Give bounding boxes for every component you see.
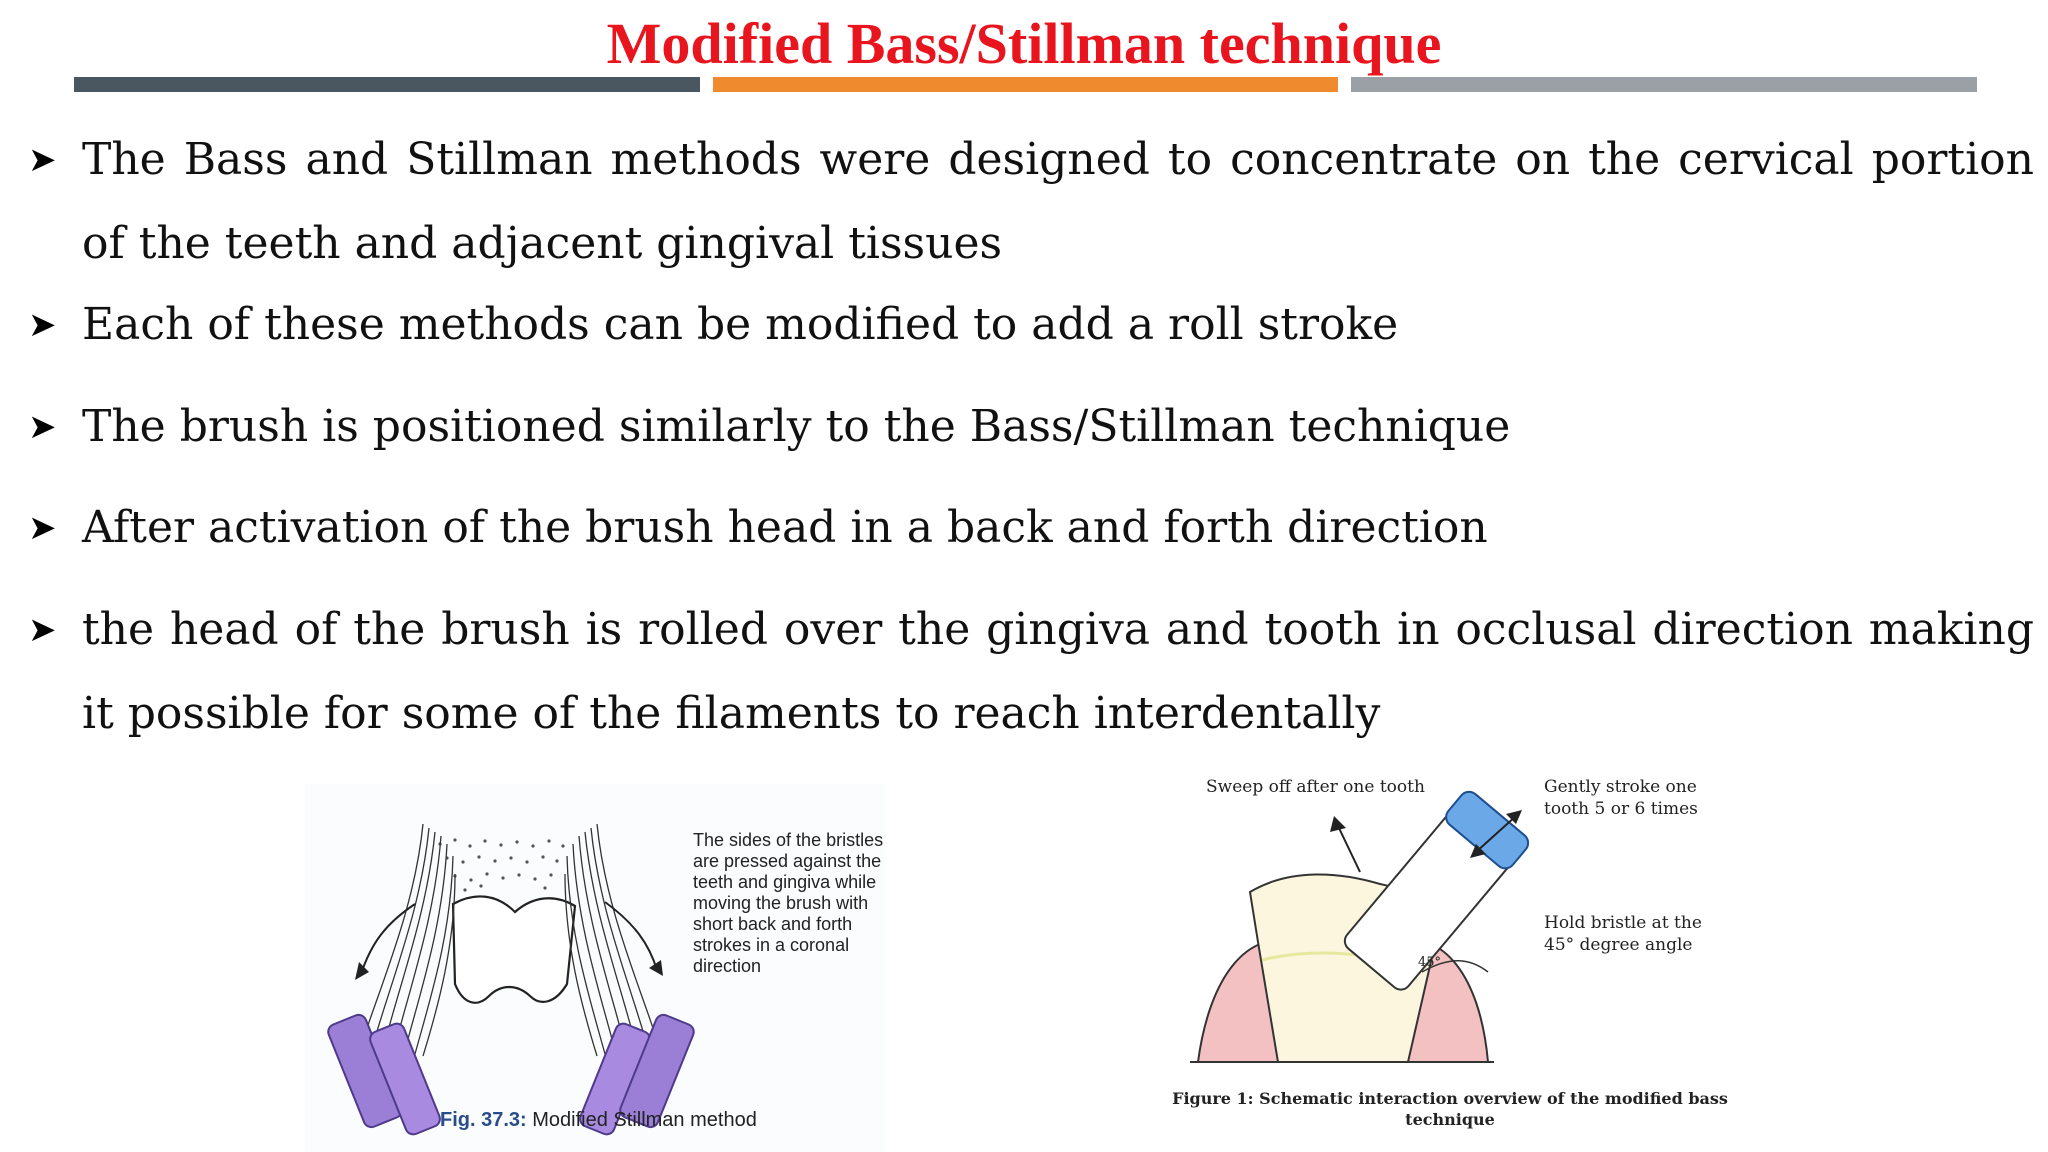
bullet-text: The brush is positioned similarly to the…: [82, 401, 1511, 452]
figure-modified-bass: Sweep off after one tooth Gently stroke …: [1170, 772, 1750, 1142]
arrowhead-bullet-icon: ➤: [28, 508, 57, 548]
angle-label: 45°: [1418, 955, 1442, 970]
figure-modified-stillman: The sides of the bristles are pressed ag…: [305, 784, 885, 1152]
slide-title: Modified Bass/Stillman technique: [606, 11, 1442, 76]
stillman-caption: Fig. 37.3: Modified Stillman method: [440, 1109, 757, 1132]
title-rule-orange: [713, 77, 1338, 92]
bullet-text: The Bass and Stillman methods were desig…: [82, 134, 2034, 269]
bass-illustration: [1190, 790, 1530, 1063]
arrowhead-bullet-icon: ➤: [28, 305, 57, 345]
bullet-item: ➤ After activation of the brush head in …: [24, 493, 2034, 563]
stroke-label: Gently stroke one tooth 5 or 6 times: [1544, 777, 1698, 819]
stillman-caption-number: Fig. 37.3:: [440, 1109, 527, 1131]
bass-caption: Figure 1: Schematic interaction overview…: [1172, 1089, 1728, 1129]
bullet-item: ➤ the head of the brush is rolled over t…: [24, 588, 2034, 756]
arrowhead-bullet-icon: ➤: [28, 140, 57, 180]
stillman-caption-text: Modified Stillman method: [532, 1109, 757, 1131]
stillman-illustration: [305, 784, 885, 1152]
bullet-text: Each of these methods can be modified to…: [82, 299, 1399, 350]
bullet-item: ➤ The brush is positioned similarly to t…: [24, 392, 2034, 462]
hold-label: Hold bristle at the 45° degree angle: [1544, 913, 1702, 955]
sweep-label: Sweep off after one tooth: [1206, 777, 1425, 797]
bullet-text: After activation of the brush head in a …: [82, 502, 1488, 553]
bullet-item: ➤ The Bass and Stillman methods were des…: [24, 118, 2034, 286]
title-rule-gray: [1351, 77, 1977, 92]
stillman-note: The sides of the bristles are pressed ag…: [693, 830, 884, 976]
title-rule-dark: [74, 77, 700, 92]
arrowhead-bullet-icon: ➤: [28, 407, 57, 447]
bullet-text: the head of the brush is rolled over the…: [82, 604, 2034, 739]
arrowhead-bullet-icon: ➤: [28, 610, 57, 650]
bullet-item: ➤ Each of these methods can be modified …: [24, 290, 2034, 360]
